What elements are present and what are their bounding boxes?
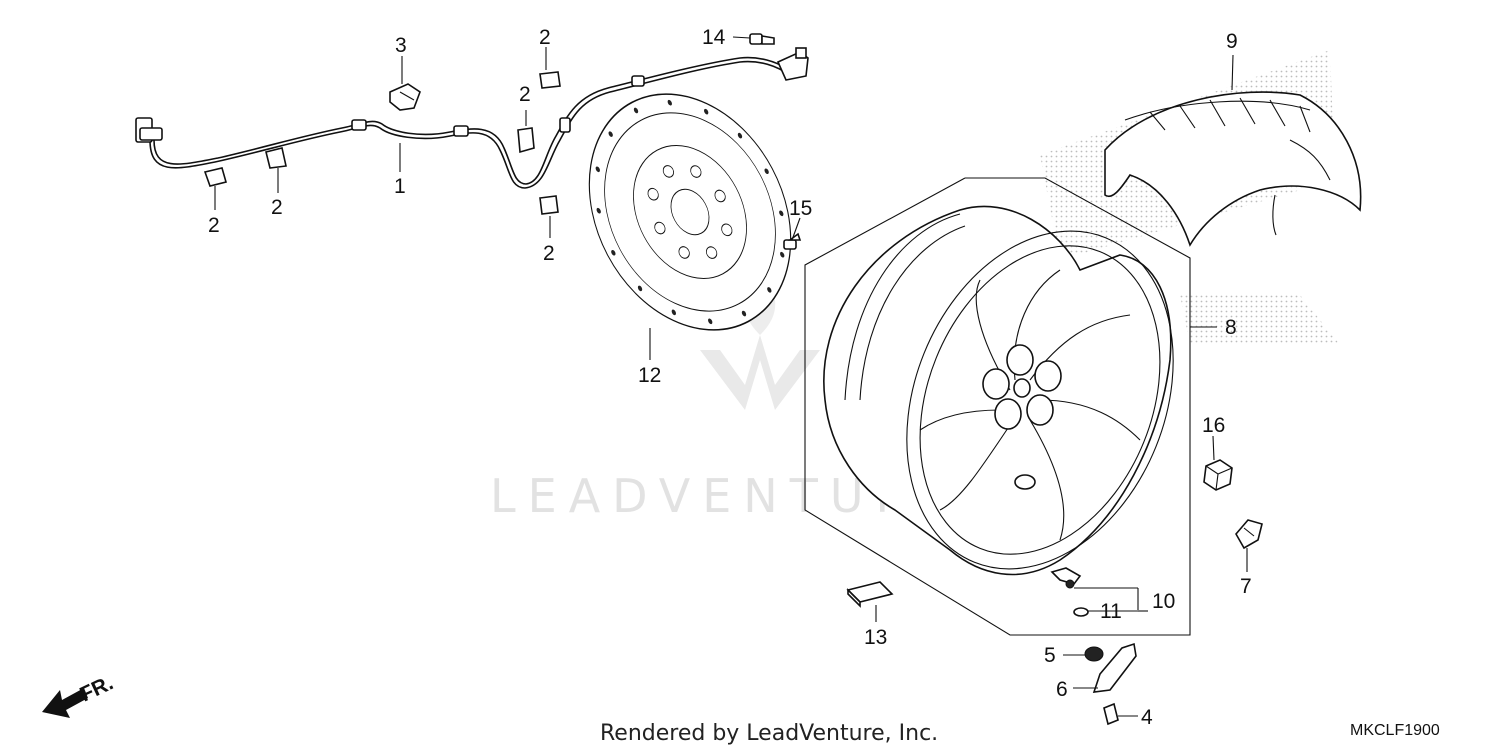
render-credit: Rendered by LeadVenture, Inc. xyxy=(600,721,938,746)
callout-9: 9 xyxy=(1226,30,1238,53)
callout-2-clip-mid: 2 xyxy=(271,196,283,219)
callout-2-clip-left: 2 xyxy=(208,214,220,237)
tire xyxy=(1104,91,1362,247)
tpms-sensor xyxy=(1084,642,1137,726)
valve-stem xyxy=(1050,567,1089,617)
part-3-bracket xyxy=(389,83,421,111)
front-direction-label: FR. xyxy=(76,671,116,706)
callout-16: 16 xyxy=(1202,414,1225,437)
callout-8: 8 xyxy=(1225,316,1237,339)
wheel-assembly-frame xyxy=(804,177,1191,636)
callout-3: 3 xyxy=(395,34,407,57)
callout-11: 11 xyxy=(1100,600,1122,623)
diagram-code: MKCLF1900 xyxy=(1350,722,1440,739)
callout-2-clip-center: 2 xyxy=(519,83,531,106)
callout-4: 4 xyxy=(1141,706,1153,729)
balance-weight xyxy=(846,581,894,608)
front-arrow-icon xyxy=(42,688,88,718)
front-direction-indicator: FR. xyxy=(42,671,117,718)
callouts: 1 2 2 2 2 2 3 4 5 6 7 8 9 10 11 12 13 14… xyxy=(208,26,1252,729)
axle-nut xyxy=(1203,459,1233,491)
callout-10: 10 xyxy=(1152,590,1175,613)
hub-cap xyxy=(1235,519,1263,550)
callout-1: 1 xyxy=(394,175,406,198)
callout-15: 15 xyxy=(789,197,812,220)
callout-5: 5 xyxy=(1044,644,1056,667)
callout-7: 7 xyxy=(1240,575,1252,598)
wheel xyxy=(823,205,1174,576)
abs-sensor-harness xyxy=(135,47,809,189)
callout-13: 13 xyxy=(864,626,887,649)
callout-14: 14 xyxy=(702,26,726,49)
callout-6: 6 xyxy=(1056,678,1068,701)
brake-disc xyxy=(588,93,792,331)
callout-2-clip-top: 2 xyxy=(539,26,551,49)
harness-clips xyxy=(203,71,561,215)
leader-lines xyxy=(214,36,1248,717)
disc-bolts xyxy=(749,33,802,250)
callout-12: 12 xyxy=(638,364,661,387)
callout-2-clip-bottom: 2 xyxy=(543,242,555,265)
watermark-logo xyxy=(700,335,820,410)
